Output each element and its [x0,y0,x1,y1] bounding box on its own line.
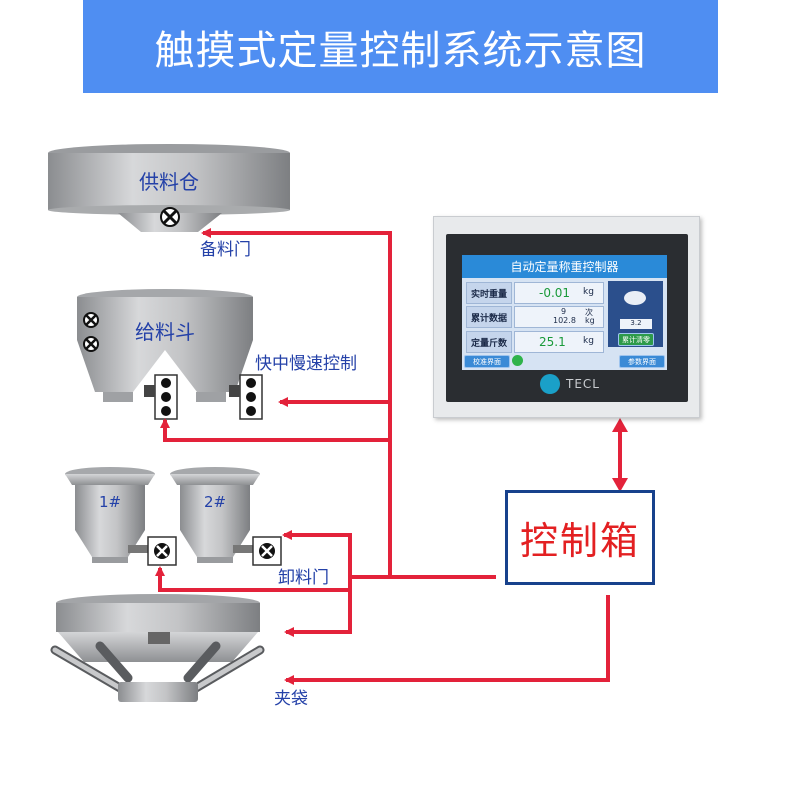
hmi-side-value: 3.2 [620,319,652,329]
hmi-row-value-box: -0.01 kg [514,282,604,304]
supply-gate-label: 备料门 [200,240,251,260]
wire-bag-clamp-top [284,590,352,637]
weigh-hopper-2-label: 2# [204,493,226,511]
cloud-icon [624,291,646,305]
wire-bag-clamp [284,595,610,685]
wire-discharge-1 [155,566,352,592]
hmi-target-value: 25.1 [539,335,566,349]
control-box: 控制箱 [505,490,655,585]
hmi-row-value-box: 25.1 kg [514,331,604,353]
brand-logo-icon [540,374,560,394]
hmi-parameters-button[interactable]: 参数界面 [619,355,665,368]
hmi-realtime-value: -0.01 [539,286,571,300]
speed-valve-right-icon [229,374,263,420]
hmi-row-label-total: 累计数据 [466,306,512,328]
supply-gate-valve-icon [160,207,180,227]
wiring [155,228,622,685]
discharge-valve-2-icon [252,536,282,566]
hmi-realtime-unit: kg [583,287,594,297]
page-title: 触摸式定量控制系统示意图 [83,0,718,93]
hmi-side-panel: 3.2 累计清零 [608,281,663,347]
supply-bin-label: 供料仓 [139,170,199,194]
speed-valve-left-icon [144,374,178,420]
hmi-total-count-unit: 次 [585,308,593,317]
hmi-row-value-box: 9 次 102.8 kg [514,306,604,328]
weigh-hopper-1-label: 1# [99,493,121,511]
bag-clamp-label: 夹袋 [274,689,308,709]
hmi-title: 自动定量称重控制器 [462,255,667,278]
weigh-hopper-2 [170,467,260,563]
feed-hopper-sensor-icon [83,312,99,352]
hmi-row-label-realtime: 实时重量 [466,282,512,304]
hmi-row-label-target: 定量斤数 [466,331,512,353]
hmi-total-count: 9 [561,307,567,316]
weigh-hopper-1 [65,467,155,563]
hmi-target-unit: kg [583,336,594,346]
wire-speed-control-left [160,418,390,442]
status-indicator-icon [512,355,523,366]
hmi-brand: TECL [566,377,600,391]
bag-clamp-unit [50,594,265,702]
hmi-total-weight: 102.8 [553,316,576,325]
wire-discharge-2 [282,530,390,579]
speed-control-label: 快中慢速控制 [255,353,357,374]
wire-main-bus [201,228,496,579]
hmi-calibration-button[interactable]: 校准界面 [464,355,510,368]
feed-hopper [77,289,253,402]
hmi-screen: 自动定量称重控制器 实时重量 -0.01 kg 累计数据 9 次 102.8 k… [462,255,667,370]
feed-hopper-label: 给料斗 [135,320,195,344]
discharge-valve-1-icon [147,536,177,566]
hmi-clear-total-button[interactable]: 累计清零 [618,333,654,346]
hmi-total-weight-unit: kg [585,316,595,325]
hmi-link-arrows-icon [612,418,628,492]
discharge-gate-label: 卸料门 [278,568,329,588]
